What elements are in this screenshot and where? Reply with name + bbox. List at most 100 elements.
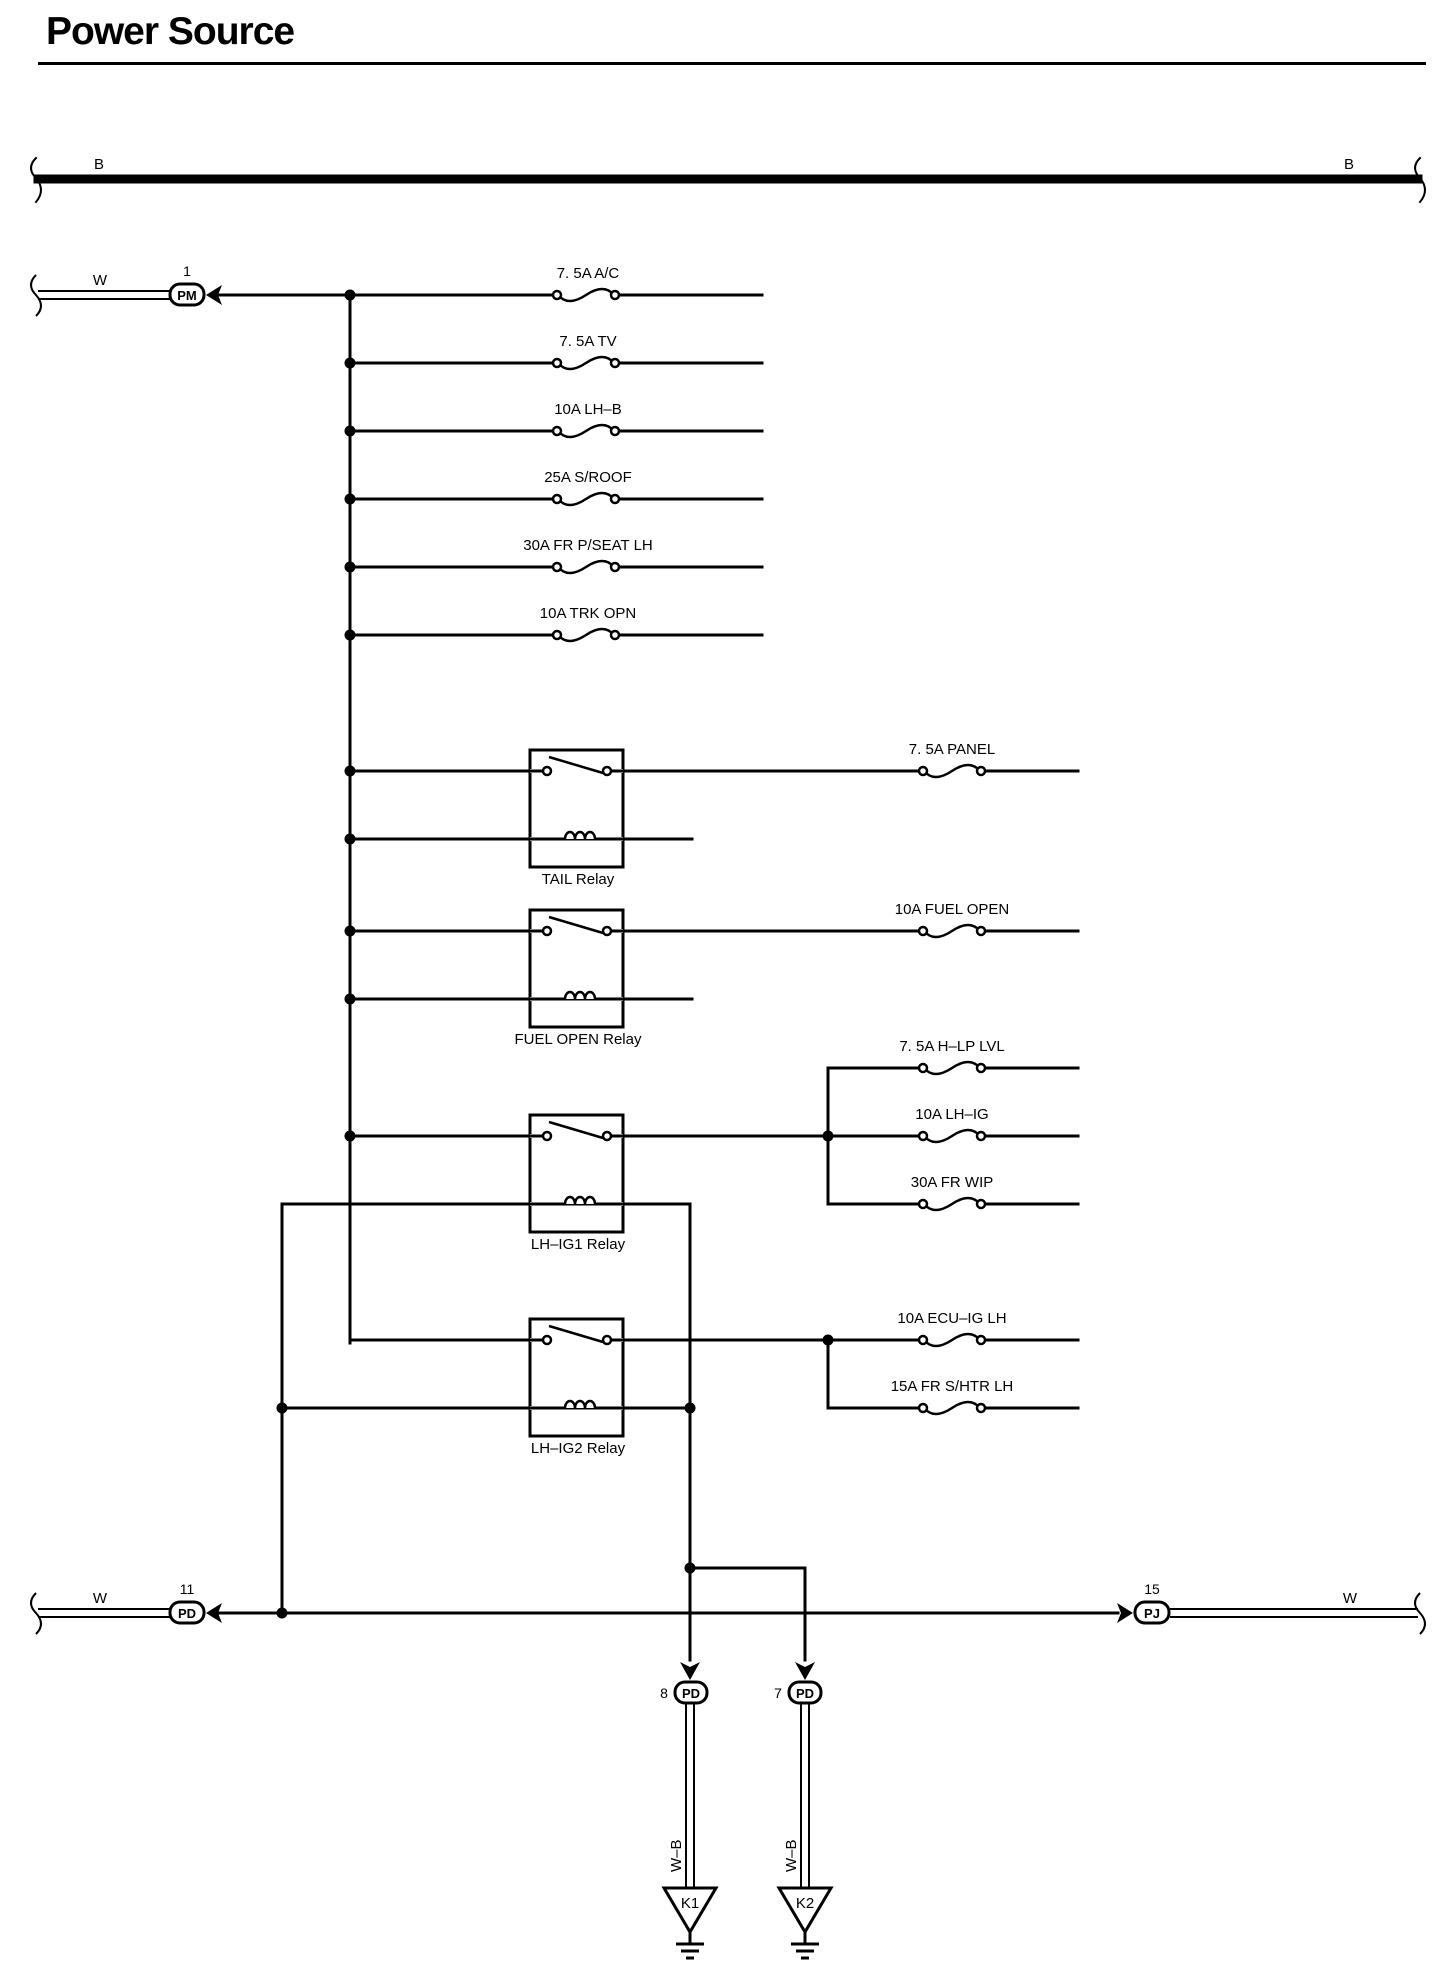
ground-k1-label: K1 xyxy=(681,1895,699,1912)
ground-k2-label: K2 xyxy=(796,1895,814,1912)
connector-pd8-pin: 8 xyxy=(660,1685,668,1701)
fuse-label: 30A FR P/SEAT LH xyxy=(523,537,653,554)
fuse-label: 10A FUEL OPEN xyxy=(895,901,1010,918)
relay-switch-icon xyxy=(548,1120,604,1140)
wire-break-pj xyxy=(1414,1592,1426,1635)
fuse-terminal xyxy=(551,289,563,301)
fuse-terminal xyxy=(975,1130,987,1142)
junction-dot xyxy=(344,289,356,301)
fuse-terminal xyxy=(917,1334,929,1346)
connector-pd-in-code: PD xyxy=(178,1606,196,1621)
relay-contact xyxy=(541,925,553,937)
fuse-icon xyxy=(923,1128,981,1144)
junction-dot xyxy=(344,993,356,1005)
bus-break-left xyxy=(30,156,42,204)
junction-dot xyxy=(344,925,356,937)
pj-wire-color: W xyxy=(1343,1590,1358,1607)
fuse-terminal xyxy=(917,1198,929,1210)
title-rule xyxy=(38,62,1426,65)
pm-arrow-icon xyxy=(206,285,222,305)
bus-wire-color-left: B xyxy=(94,156,104,173)
relay-contact xyxy=(541,765,553,777)
fuse-terminal xyxy=(609,357,621,369)
fuse-label: 30A FR WIP xyxy=(911,1174,994,1191)
junction-dot xyxy=(344,425,356,437)
junction-dot xyxy=(344,833,356,845)
fuse-terminal xyxy=(917,1062,929,1074)
fuse-label: 7. 5A TV xyxy=(559,333,616,350)
fuse-label: 10A TRK OPN xyxy=(540,605,636,622)
relay-coil-icon xyxy=(563,1195,597,1205)
relay-name: TAIL Relay xyxy=(542,871,615,888)
junction-dot xyxy=(344,357,356,369)
relay-switch-icon xyxy=(548,1324,604,1344)
relay-contact xyxy=(541,1130,553,1142)
fuse-terminal xyxy=(975,1334,987,1346)
fuse-terminal xyxy=(551,357,563,369)
junction-dot xyxy=(344,1130,356,1142)
wire-break-pd xyxy=(30,1592,42,1635)
junction-dot xyxy=(684,1562,696,1574)
fuse-terminal xyxy=(975,1198,987,1210)
fuse-label: 10A LH–IG xyxy=(915,1106,988,1123)
relay-name: FUEL OPEN Relay xyxy=(515,1031,642,1048)
connector-pd7-code: PD xyxy=(796,1686,814,1701)
fuse-icon xyxy=(557,355,615,371)
ground-k1-icon xyxy=(661,1886,719,1935)
fuse-label: 15A FR S/HTR LH xyxy=(891,1378,1014,1395)
connector-pm-pin: 1 xyxy=(183,263,191,279)
fuse-icon xyxy=(923,1060,981,1076)
connector-pj-pin: 15 xyxy=(1144,1581,1160,1597)
junction-dot xyxy=(822,1334,834,1346)
fuse-icon xyxy=(557,491,615,507)
connector-pd-in xyxy=(168,1600,206,1625)
relay-contact xyxy=(541,1334,553,1346)
junction-dot xyxy=(344,561,356,573)
junction-dots xyxy=(276,289,834,1619)
bus-break-right xyxy=(1414,156,1426,204)
relay-contact xyxy=(601,1334,613,1346)
relay-coil-icon xyxy=(563,830,597,840)
connector-pm-code: PM xyxy=(177,288,197,303)
junction-dot xyxy=(276,1607,288,1619)
relay-coil-icon xyxy=(563,990,597,1000)
connector-pj-code: PJ xyxy=(1144,1606,1160,1621)
fuse-icon xyxy=(923,923,981,939)
fuse-terminal xyxy=(609,289,621,301)
relay-name: LH–IG2 Relay xyxy=(531,1440,626,1457)
fuse-terminal xyxy=(917,765,929,777)
fuse-icon xyxy=(923,1400,981,1416)
pd-arrow-icon xyxy=(206,1603,222,1623)
relay-contact xyxy=(601,765,613,777)
fuse-icon xyxy=(557,627,615,643)
fuse-terminal xyxy=(551,493,563,505)
junction-dot xyxy=(344,629,356,641)
fuse-terminal xyxy=(917,925,929,937)
fuse-terminal xyxy=(975,1062,987,1074)
k1-wire-color: W–B xyxy=(668,1839,685,1872)
fuse-label: 10A ECU–IG LH xyxy=(897,1310,1006,1327)
page-title: Power Source xyxy=(46,10,295,53)
k2-wire-color: W–B xyxy=(783,1839,800,1872)
relay-contact xyxy=(601,1130,613,1142)
fuse-group xyxy=(551,287,987,1416)
fuse-terminal xyxy=(975,925,987,937)
junction-dot xyxy=(684,1402,696,1414)
relay-name: LH–IG1 Relay xyxy=(531,1236,626,1253)
fuse-label: 7. 5A A/C xyxy=(557,265,620,282)
pd7-arrow-icon xyxy=(795,1662,815,1680)
fuse-icon xyxy=(557,559,615,575)
fuse-terminal xyxy=(975,1402,987,1414)
junction-dot xyxy=(344,493,356,505)
ground-k2-icon xyxy=(776,1886,834,1935)
connector-pd-in-pin: 11 xyxy=(180,1581,195,1597)
fuse-terminal xyxy=(917,1402,929,1414)
relay-group xyxy=(528,748,625,1438)
fuse-terminal xyxy=(609,425,621,437)
fuse-terminal xyxy=(551,561,563,573)
connector-pd8-code: PD xyxy=(682,1686,700,1701)
connector-pd7 xyxy=(787,1680,823,1705)
relay-switch-icon xyxy=(548,915,604,935)
bus-wire-color-right: B xyxy=(1344,156,1354,173)
